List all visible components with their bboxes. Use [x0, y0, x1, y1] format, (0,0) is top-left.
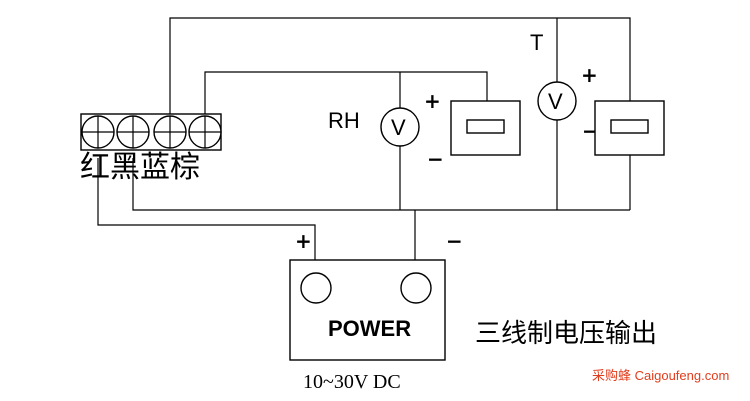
t-output-device [594, 100, 665, 156]
terminal-blue [153, 115, 187, 149]
diagram-title: 三线制电压输出 [475, 319, 657, 349]
supply-range-label: 10~30V DC [303, 371, 401, 393]
rh-minus-sign: − [427, 147, 444, 171]
terminal-color-label: 红黑蓝棕 [80, 150, 200, 185]
terminal-brown [188, 115, 222, 149]
power-label: POWER [328, 316, 411, 341]
power-terminal-negative [400, 272, 432, 304]
t-voltmeter-symbol: V [548, 89, 563, 114]
watermark: 采购蜂 Caigoufeng.com [592, 368, 729, 383]
rh-label: RH [328, 108, 360, 133]
power-supply [289, 259, 446, 361]
t-voltmeter [537, 81, 577, 121]
terminal-block [80, 113, 222, 151]
rh-voltmeter [380, 107, 420, 147]
wire-black [132, 158, 630, 211]
rh-output-device [450, 100, 521, 156]
rh-plus-sign: + [424, 89, 441, 113]
power-minus-sign: − [446, 229, 463, 253]
t-label: T [530, 30, 543, 55]
power-plus-sign: + [295, 229, 312, 253]
terminal-black [116, 115, 150, 149]
wire-red [97, 158, 316, 260]
terminal-red [81, 115, 115, 149]
t-plus-sign: + [581, 63, 598, 87]
power-terminal-positive [300, 272, 332, 304]
rh-voltmeter-symbol: V [391, 115, 406, 140]
